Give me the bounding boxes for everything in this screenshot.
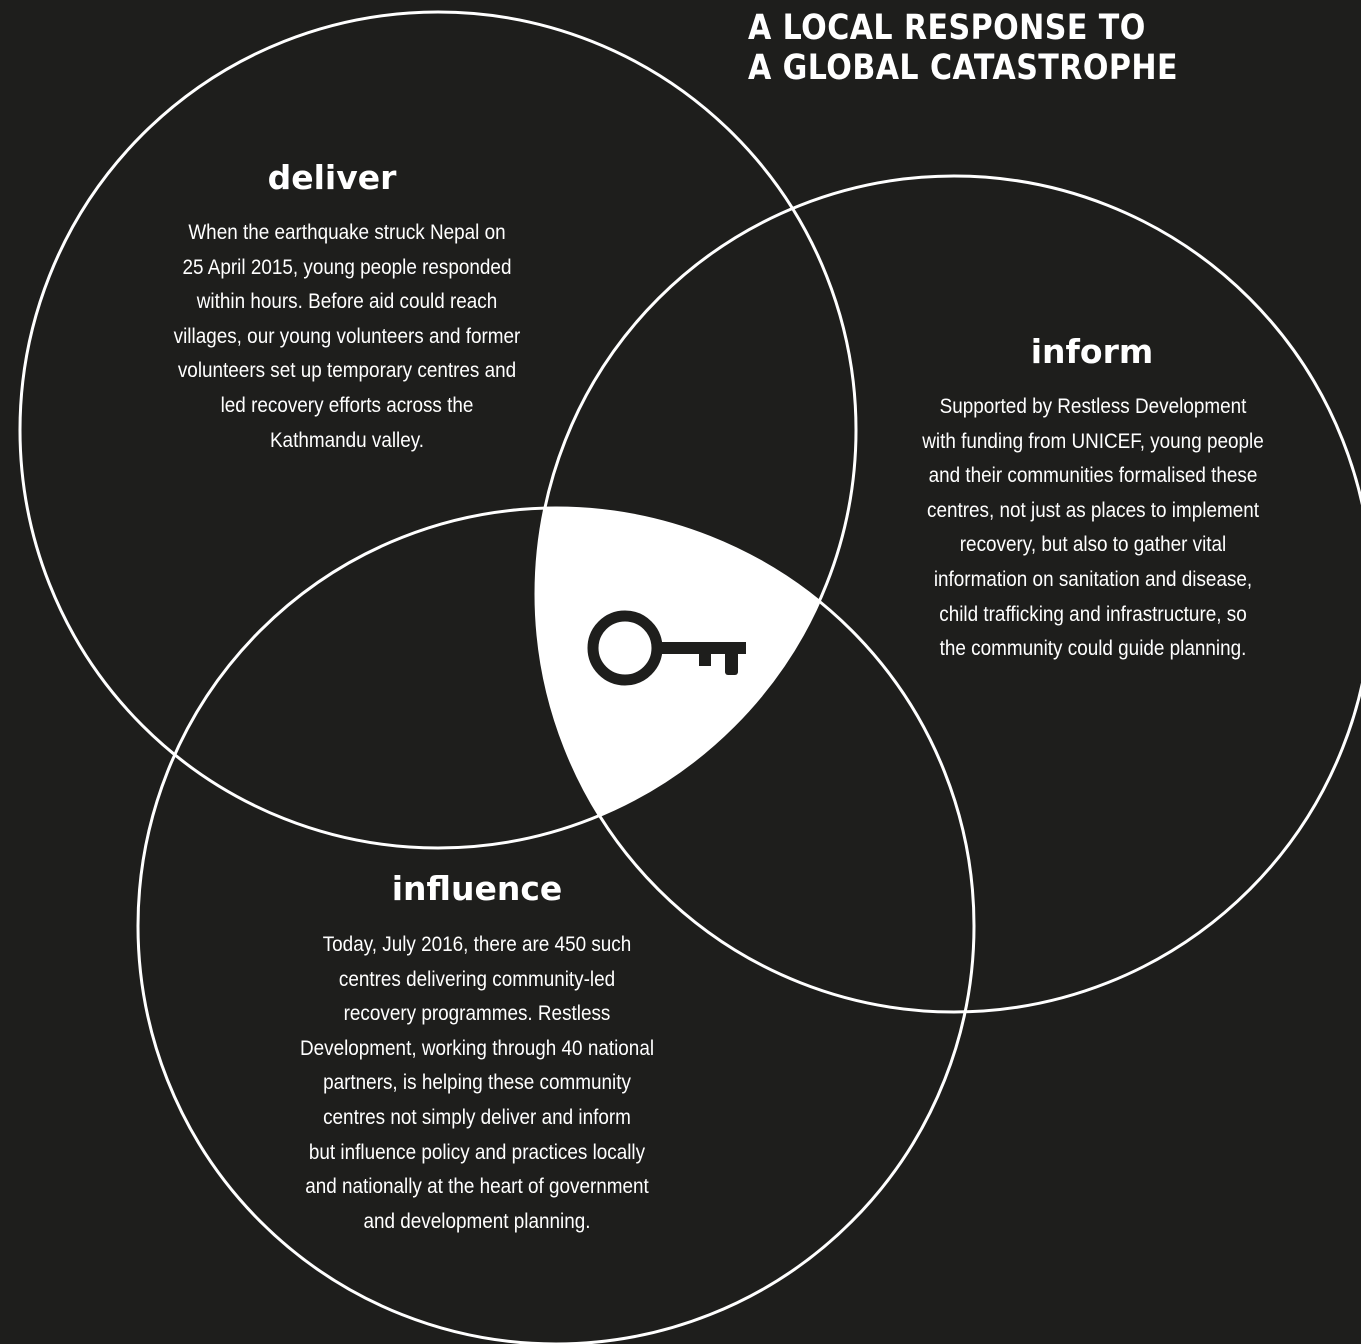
deliver-line: When the earthquake struck Nepal on [188, 221, 506, 244]
influence-line: partners, is helping these community [323, 1071, 631, 1095]
deliver-text: When the earthquake struck Nepal on 25 A… [131, 216, 563, 458]
inform-line: the community could guide planning. [939, 637, 1247, 661]
influence-line: centres delivering community-led [338, 967, 616, 991]
deliver-line: led recovery efforts across the [220, 393, 474, 417]
inform-line: with funding from UNICEF, young people [922, 429, 1264, 453]
influence-line: and development planning. [363, 1209, 591, 1233]
inform-heading: inform [1030, 332, 1154, 371]
deliver-line: Kathmandu valley. [269, 428, 425, 452]
deliver-line: villages, our young volunteers and forme… [173, 324, 521, 348]
deliver-line: 25 April 2015, young people responded [182, 255, 512, 279]
key-icon [587, 610, 746, 686]
influence-heading: influence [391, 869, 563, 908]
inform-line: child trafficking and infrastructure, so [939, 602, 1247, 626]
inform-text: Supported by Restless Development with f… [877, 390, 1309, 667]
inform-line: recovery, but also to gather vital [959, 533, 1227, 557]
influence-line: and nationally at the heart of governmen… [305, 1175, 649, 1199]
inform-line: Supported by Restless Development [939, 395, 1247, 418]
influence-line: Development, working through 40 national [299, 1036, 655, 1060]
title-line-1: A LOCAL RESPONSE TO [748, 8, 1146, 48]
influence-line: recovery programmes. Restless [343, 1002, 611, 1026]
influence-circle [136, 506, 976, 1344]
deliver-circle [18, 10, 858, 850]
deliver-line: volunteers set up temporary centres and [177, 359, 517, 383]
deliver-line: within hours. Before aid could reach [196, 290, 498, 314]
title-line-2: A GLOBAL CATASTROPHE [748, 48, 1178, 88]
page-title: A LOCAL RESPONSE TO A GLOBAL CATASTROPHE [748, 8, 1178, 88]
deliver-heading: deliver [267, 158, 397, 197]
inform-line: and their communities formalised these [928, 464, 1258, 488]
influence-line: Today, July 2016, there are 450 such [322, 933, 632, 956]
influence-line: but influence policy and practices local… [308, 1140, 646, 1164]
inform-line: centres, not just as places to implement [927, 498, 1259, 522]
inform-circle [534, 174, 1361, 1014]
inform-line: information on sanitation and disease, [933, 567, 1253, 591]
influence-line: centres not simply deliver and inform [323, 1105, 631, 1129]
influence-text: Today, July 2016, there are 450 such cen… [261, 928, 693, 1239]
